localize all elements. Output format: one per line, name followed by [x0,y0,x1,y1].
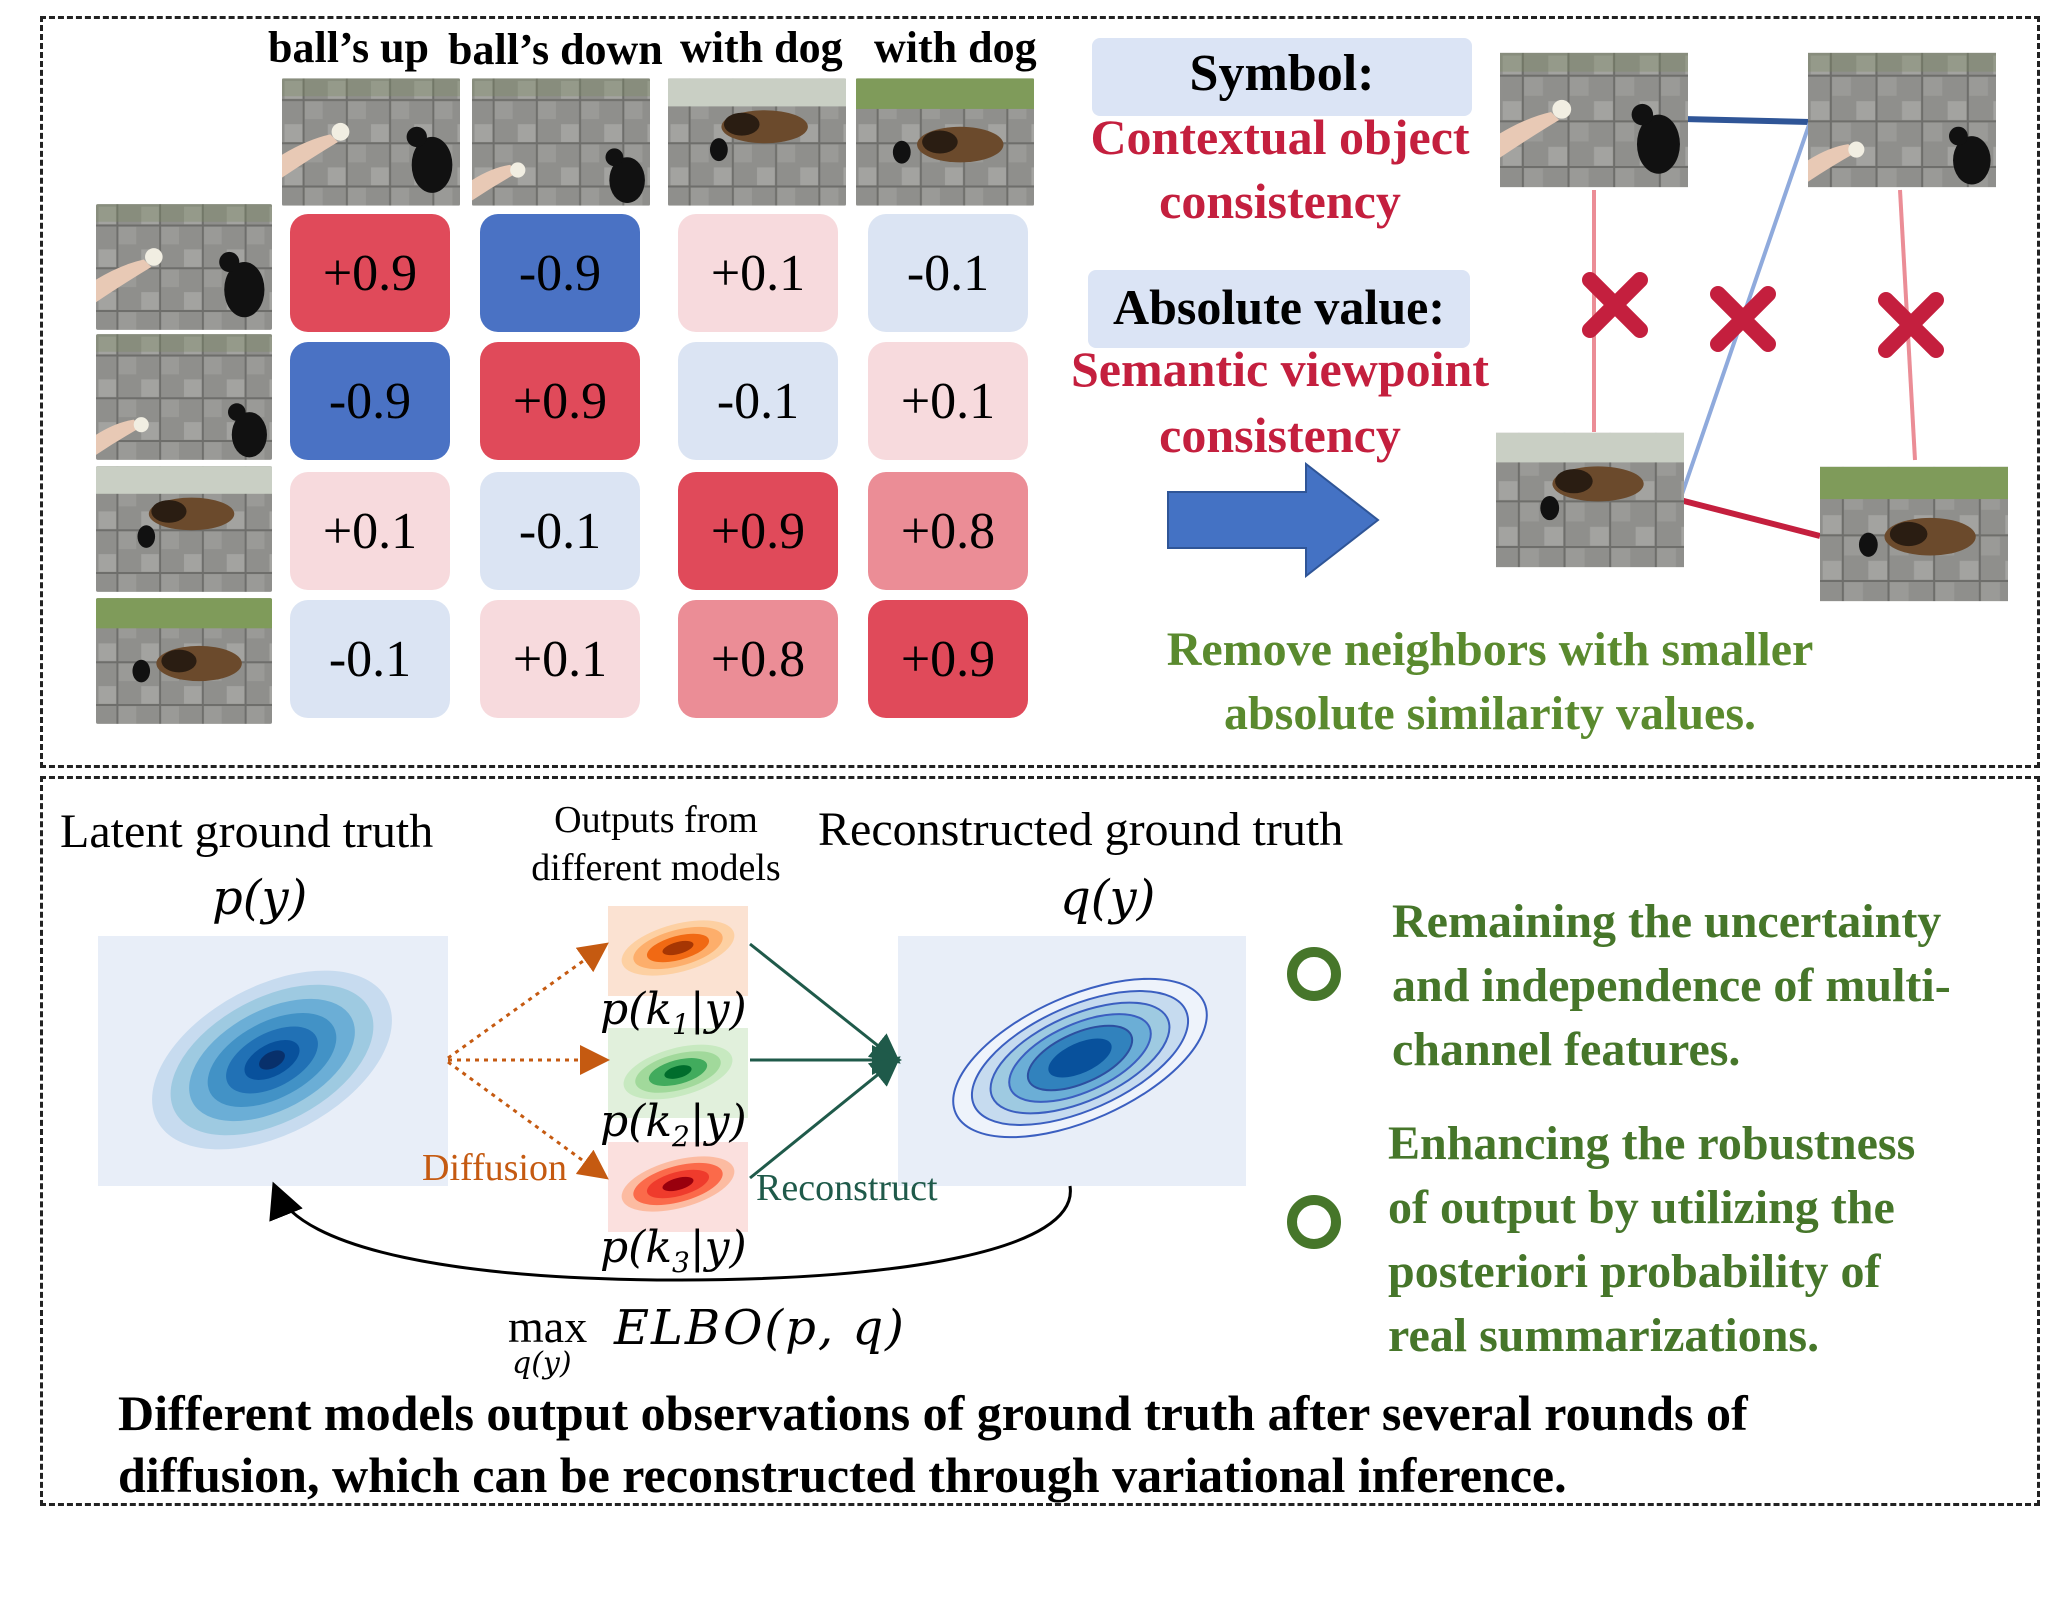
bottom-panel [40,776,2040,1506]
k2-label-head: p(k [600,1096,672,1147]
k2-sub: 2 [672,1119,690,1153]
k3-sub: 3 [672,1245,690,1279]
circle-bullet-icon [1287,947,1341,1001]
k3-label: p(k3|y) [600,1222,747,1279]
matrix-cell: -0.1 [868,214,1028,332]
matrix-cell: +0.9 [868,600,1028,718]
absval-tag [1088,270,1470,348]
symbol-label: Symbol: [1189,45,1375,102]
remove-x-icon [1710,286,1776,352]
absval-desc-line1: Semantic viewpoint [1070,341,1490,397]
caption-line1: Different models output observations of … [118,1385,1748,1441]
matrix-cell: +0.9 [290,214,450,332]
model-output-red [608,1142,748,1232]
symbol-tag [1092,38,1472,116]
matrix-cell: +0.9 [678,472,838,590]
column-header-with-dog-1: with dog [680,23,843,72]
recon-math: q(y) [1060,870,1156,926]
model-output-green [608,1028,748,1118]
absval-label: Absolute value: [1113,279,1445,335]
k3-label-head: p(k [600,1222,672,1273]
column-header-with-dog-2: with dog [874,23,1037,72]
recon-title: Reconstructed ground truth [818,803,1344,856]
matrix-cell: -0.1 [678,342,838,460]
k2-label: p(k2|y) [600,1096,747,1153]
symbol-desc-line2: consistency [1159,173,1401,229]
matrix-cell: +0.1 [290,472,450,590]
matrix-cell: -0.9 [480,214,640,332]
column-header-ball-up: ball’s up [268,23,430,72]
k1-label-head: p(k [600,984,672,1035]
caption-line2: diffusion, which can be reconstructed th… [118,1447,1567,1503]
matrix-cell: +0.1 [678,214,838,332]
matrix-cell: +0.8 [678,600,838,718]
outputs-title-line1: Outputs from [554,799,758,841]
reconstructed-distribution [898,936,1246,1186]
matrix-cell: +0.9 [480,342,640,460]
point2-line1: Enhancing the robustness [1388,1117,1916,1170]
k1-label-tail: |y) [689,984,747,1035]
reconstruct-label: Reconstruct [756,1167,938,1209]
point1-line1: Remaining the uncertainty [1392,895,1942,948]
absval-desc-line2: consistency [1159,407,1401,463]
matrix-cell: -0.1 [480,472,640,590]
k1-label: p(k1|y) [600,984,747,1041]
top-panel [40,16,2040,768]
point2-line2: of output by utilizing the [1388,1181,1895,1234]
matrix-cell: -0.9 [290,342,450,460]
elbo-max: max [508,1301,588,1352]
model-output-orange [608,906,748,996]
elbo-sub: q(y) [512,1346,572,1381]
remove-note-line1: Remove neighbors with smaller [1166,623,1814,676]
circle-bullet-icon [1287,1195,1341,1249]
k3-label-tail: |y) [689,1222,747,1273]
point2-line4: real summarizations. [1388,1309,1820,1362]
k1-sub: 1 [672,1007,690,1041]
column-header-ball-down: ball’s down [448,25,663,74]
point1-line3: channel features. [1392,1023,1741,1076]
remove-x-icon [1878,292,1944,358]
point2-line3: posteriori probability of [1388,1245,1881,1298]
symbol-desc-line1: Contextual object [1090,109,1470,165]
latent-distribution [98,936,448,1186]
matrix-cell: +0.1 [868,342,1028,460]
k2-label-tail: |y) [689,1096,747,1147]
elbo-expression: ELBO(p, q) [614,1300,906,1356]
outputs-title-line2: different models [531,847,781,889]
remove-x-icon [1582,272,1648,338]
matrix-cell: +0.8 [868,472,1028,590]
point1-line2: and independence of multi- [1392,959,1951,1012]
remove-note-line2: absolute similarity values. [1223,687,1756,740]
right-arrow-icon [1167,462,1380,578]
latent-title: Latent ground truth [60,805,434,858]
matrix-cell: -0.1 [290,600,450,718]
latent-math: p(y) [212,870,308,926]
matrix-cell: +0.1 [480,600,640,718]
diffusion-label: Diffusion [422,1147,567,1189]
